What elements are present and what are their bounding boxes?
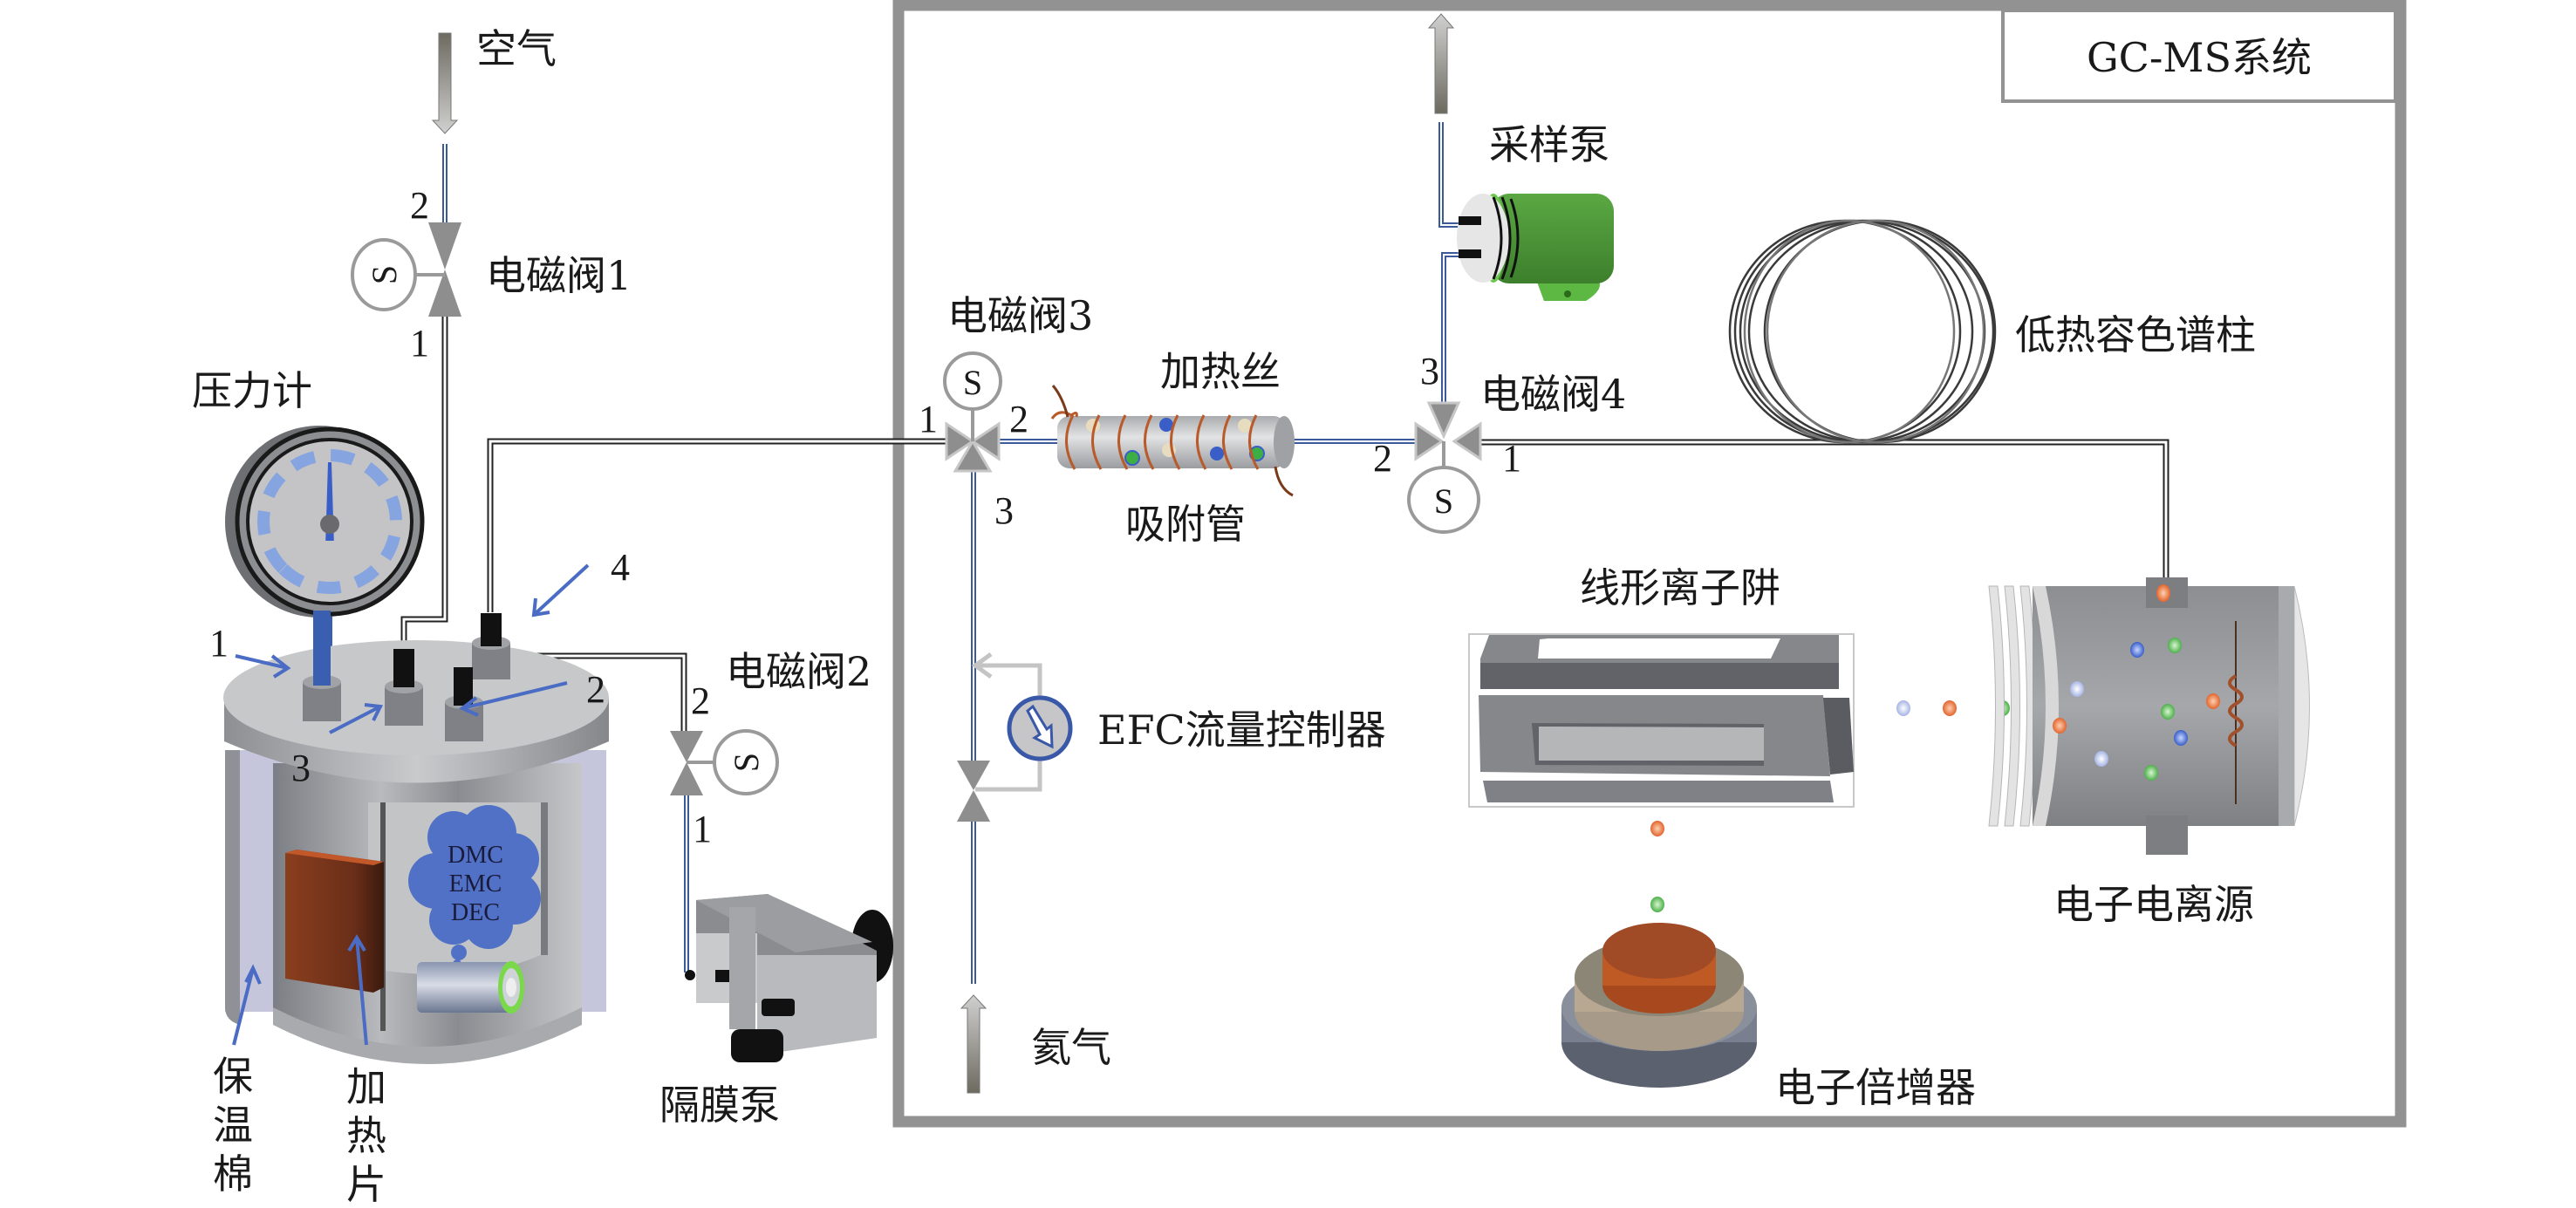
- heater-label-char: 加: [346, 1063, 386, 1110]
- vessel-port-4: [472, 613, 510, 679]
- sample-vessel: DMC EMC DEC: [209, 546, 630, 1064]
- valve1-port-2: 2: [410, 184, 429, 227]
- valve3-label: 电磁阀3: [947, 292, 1093, 339]
- gc-ms-title-box: [2001, 9, 2397, 103]
- valve2-port-1: 1: [693, 808, 712, 850]
- air-label: 空气: [476, 25, 557, 72]
- efc-bypass-line: [971, 652, 1042, 792]
- valve2-port-2: 2: [691, 679, 710, 722]
- heating-wire-coil-icon: [1050, 385, 1294, 497]
- solenoid-coil-icon: [713, 729, 779, 795]
- valve4-port-1: 1: [1502, 437, 1521, 480]
- exhaust-arrow: [1427, 13, 1455, 114]
- heating-wire-label: 加热丝: [1160, 348, 1281, 395]
- solenoid-symbol: S: [365, 265, 404, 284]
- solenoid-valve-1[interactable]: S: [351, 222, 461, 317]
- linear-ion-trap: [1468, 633, 1855, 808]
- valve4-port-3: 3: [1420, 350, 1439, 392]
- valve1-port-1: 1: [410, 322, 429, 365]
- ion-trap-label: 线形离子阱: [1580, 564, 1780, 611]
- valve1-label: 电磁阀1: [486, 252, 632, 299]
- heater-label: 加 热 片: [346, 1063, 386, 1208]
- efc-label: EFC流量控制器: [1097, 706, 1386, 754]
- chromatographic-column-coil: [1728, 219, 1997, 444]
- diaphragm-pump: [685, 894, 893, 1062]
- solenoid-coil-icon: [351, 238, 417, 311]
- gc-ms-frame: GC-MS系统: [892, 0, 2407, 1128]
- solenoid-valve-3[interactable]: S: [943, 351, 1002, 473]
- solenoid-valve-4[interactable]: S: [1407, 401, 1482, 534]
- valve4-port-2: 2: [1373, 437, 1392, 480]
- ei-source-label: 电子电离源: [2053, 881, 2254, 928]
- solenoid-coil-icon: [943, 351, 1002, 411]
- solenoid-symbol: S: [727, 753, 766, 772]
- insulation-label-char: 棉: [213, 1150, 253, 1198]
- vessel-port-3: [385, 649, 423, 726]
- solenoid-symbol: S: [963, 363, 982, 402]
- electron-ionization-source: [1988, 577, 2310, 855]
- flow-direction-icon: [1026, 704, 1054, 749]
- insulation-label-char: 保: [213, 1053, 253, 1100]
- adsorption-tube-label: 吸附管: [1125, 501, 1246, 548]
- solenoid-symbol: S: [1434, 481, 1453, 521]
- column-label: 低热容色谱柱: [2015, 311, 2256, 358]
- solvent-vapor-cloud: DMC EMC DEC: [408, 805, 541, 968]
- valve2-label: 电磁阀2: [726, 648, 871, 695]
- filament-icon: [2228, 674, 2244, 747]
- diaphragm-pump-label: 隔膜泵: [659, 1082, 780, 1129]
- pressure-gauge: [225, 426, 425, 689]
- insulation-label: 保 温 棉: [213, 1053, 253, 1198]
- gauge-scale-icon: [257, 449, 403, 594]
- multiplier-label: 电子倍增器: [1775, 1064, 1976, 1111]
- helium-label: 氦气: [1031, 1024, 1111, 1071]
- valve3-port-3: 3: [994, 489, 1014, 532]
- port-pointer-arrows: [232, 563, 590, 1046]
- solenoid-coil-icon: [1407, 466, 1480, 534]
- valve3-port-1: 1: [919, 398, 938, 440]
- vessel-port-label-3: 3: [291, 747, 311, 789]
- helium-inlet-arrow: [960, 994, 987, 1094]
- battery-cell-icon: [417, 961, 524, 1013]
- vessel-port-label-2: 2: [586, 668, 605, 711]
- air-inlet-arrow: [431, 32, 459, 134]
- electron-multiplier: [1561, 923, 1757, 1088]
- solenoid-valve-2[interactable]: S: [670, 729, 779, 795]
- gc-ms-title: GC-MS系统: [2087, 34, 2312, 81]
- valve4-label: 电磁阀4: [1480, 371, 1626, 418]
- cloud-text-dec: DEC: [451, 899, 500, 926]
- valve3-port-2: 2: [1009, 398, 1028, 440]
- pipes: [400, 122, 2169, 984]
- insulation-label-char: 温: [213, 1102, 253, 1149]
- vessel-port-label-1: 1: [209, 622, 229, 665]
- pressure-gauge-label: 压力计: [192, 367, 312, 414]
- heater-label-char: 片: [346, 1161, 386, 1208]
- vessel-port-label-4: 4: [611, 546, 630, 589]
- sampling-pump: [1457, 194, 1614, 301]
- cloud-text-dmc: DMC: [448, 842, 503, 869]
- adsorption-tube: [1050, 385, 1295, 497]
- vessel-port-1: [303, 611, 341, 721]
- heater-plate: [285, 850, 384, 993]
- efc-flow-controller[interactable]: [957, 695, 1073, 822]
- cloud-text-emc: EMC: [449, 870, 502, 897]
- heater-label-char: 热: [346, 1112, 386, 1159]
- sampling-pump-label: 采样泵: [1489, 121, 1609, 168]
